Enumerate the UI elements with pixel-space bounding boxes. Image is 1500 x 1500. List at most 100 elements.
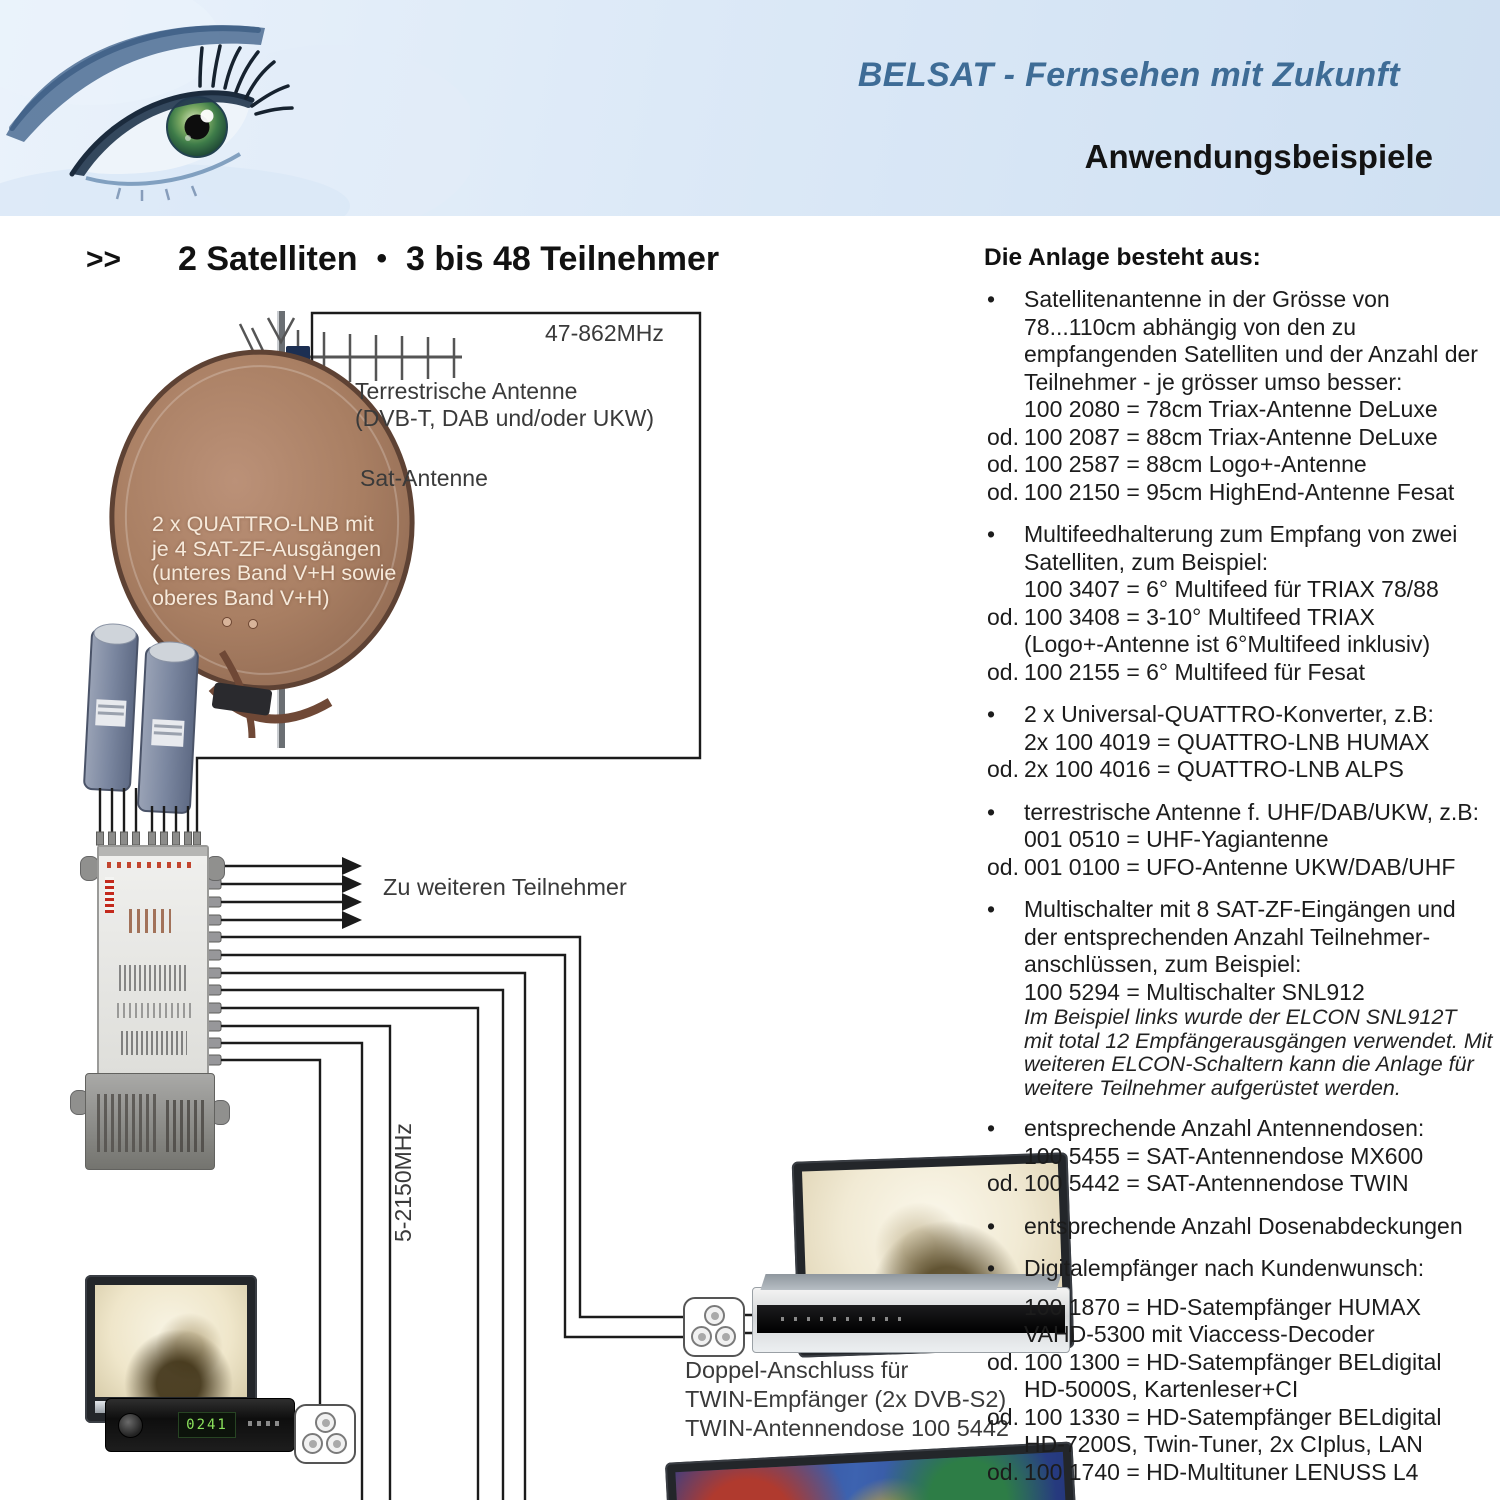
page-title: Anwendungsbeispiele bbox=[1084, 138, 1433, 175]
od-marker: od. bbox=[987, 756, 1019, 782]
parts-line-text: 100 1870 = HD-Satempfänger HUMAX bbox=[1024, 1293, 1421, 1320]
dish-screw bbox=[222, 617, 232, 627]
parts-line-text: 100 2080 = 78cm Triax-Antenne DeLuxe bbox=[1024, 396, 1438, 422]
twin-socket-annotation: Doppel-Anschluss für TWIN-Empfänger (2x … bbox=[685, 1356, 1009, 1442]
parts-line: od.100 1300 = HD-Satempfänger BELdigital bbox=[984, 1349, 1498, 1377]
od-marker: od. bbox=[987, 478, 1019, 505]
indent-spacer bbox=[984, 924, 1024, 952]
parts-line: •entsprechende Anzahl Antennendosen: bbox=[984, 1115, 1498, 1143]
brand-title: BELSAT - Fernsehen mit Zukunft bbox=[857, 56, 1400, 94]
indent-spacer bbox=[984, 826, 1024, 854]
heading-marker: >> bbox=[86, 243, 122, 276]
parts-line-text: 78...110cm abhängig von den zu bbox=[1024, 313, 1357, 340]
parts-line-text: 100 5455 = SAT-Antennendose MX600 bbox=[1024, 1142, 1424, 1169]
multiswitch-top-strip bbox=[99, 847, 207, 856]
twin-receiver bbox=[752, 1274, 1070, 1353]
parts-line-text: anschlüssen, zum Beispiel: bbox=[1024, 951, 1302, 977]
indent-spacer bbox=[984, 549, 1024, 577]
od-marker: od. bbox=[987, 1170, 1019, 1196]
terrestrial-frequency-label: 47-862MHz bbox=[545, 320, 664, 346]
parts-section: •Multischalter mit 8 SAT-ZF-Eingängen un… bbox=[984, 896, 1498, 1100]
parts-line-text: mit total 12 Empfängerausgängen verwende… bbox=[1024, 1028, 1493, 1053]
bullet-marker: • bbox=[987, 1212, 996, 1239]
terrestrial-antenna-label: Terrestrische Antenne bbox=[355, 378, 578, 404]
sat-receiver: 0241 bbox=[105, 1398, 295, 1452]
multiswitch bbox=[97, 845, 209, 1079]
parts-line: HD-7200S, Twin-Tuner, 2x CIplus, LAN bbox=[984, 1431, 1498, 1459]
parts-line: od.2x 100 4016 = QUATTRO-LNB ALPS bbox=[984, 756, 1498, 784]
multiswitch-brand-mark bbox=[105, 877, 114, 913]
indent-spacer bbox=[984, 729, 1024, 757]
parts-line-text: 100 3408 = 3-10° Multifeed TRIAX bbox=[1024, 603, 1375, 630]
parts-line: der entsprechenden Anzahl Teilnehmer- bbox=[984, 924, 1498, 952]
parts-line-text: empfangenden Satelliten und der Anzahl d… bbox=[1024, 341, 1478, 367]
indent-spacer bbox=[984, 1431, 1024, 1459]
twin-socket-annotation-line: Doppel-Anschluss für bbox=[685, 1357, 909, 1383]
indent-spacer bbox=[984, 1294, 1024, 1322]
socket-port bbox=[326, 1433, 347, 1454]
further-participants-label: Zu weiteren Teilnehmer bbox=[383, 874, 627, 900]
od-marker: od. bbox=[987, 451, 1019, 477]
od-marker: od. bbox=[987, 423, 1019, 450]
indent-spacer bbox=[984, 396, 1024, 424]
parts-line: Teilnehmer - je grösser umso besser: bbox=[984, 369, 1498, 397]
parts-line: weitere Teilnehmer aufgerüstet werden. bbox=[984, 1075, 1498, 1101]
parts-list: Die Anlage besteht aus: •Satellitenanten… bbox=[984, 244, 1498, 1500]
parts-line-text: 100 2587 = 88cm Logo+-Antenne bbox=[1024, 451, 1367, 477]
parts-line: od.100 2155 = 6° Multifeed für Fesat bbox=[984, 659, 1498, 687]
parts-section: •2 x Universal-QUATTRO-Konverter, z.B:2x… bbox=[984, 701, 1498, 784]
parts-line-text: 100 2155 = 6° Multifeed für Fesat bbox=[1024, 658, 1365, 685]
socket-port bbox=[302, 1433, 323, 1454]
dish-screw bbox=[248, 619, 258, 629]
receiver-display: 0241 bbox=[178, 1412, 236, 1438]
receiver-buttons bbox=[248, 1421, 282, 1426]
parts-line: od.100 1740 = HD-Multituner LENUSS L4 bbox=[984, 1459, 1498, 1487]
receiver-front-panel bbox=[757, 1305, 1065, 1333]
parts-line: mit total 12 Empfängerausgängen verwende… bbox=[984, 1028, 1498, 1054]
parts-line: od.100 2087 = 88cm Triax-Antenne DeLuxe bbox=[984, 424, 1498, 452]
multiswitch-port-markings bbox=[107, 862, 195, 868]
parts-line-text: Satellitenantenne in der Grösse von bbox=[1024, 286, 1390, 312]
multiswitch-input-connectors bbox=[96, 831, 201, 846]
parts-line-text: 001 0510 = UHF-Yagiantenne bbox=[1024, 826, 1329, 852]
eye-photo-illustration bbox=[0, 0, 470, 216]
od-marker: od. bbox=[987, 1348, 1019, 1375]
multiswitch-label-text bbox=[117, 1003, 191, 1018]
multiswitch-label-barcode bbox=[119, 965, 189, 991]
multiswitch-label-barcode bbox=[121, 1031, 187, 1055]
parts-line-text: 2x 100 4019 = QUATTRO-LNB HUMAX bbox=[1024, 728, 1430, 755]
heading-part1: 2 Satelliten bbox=[178, 240, 358, 278]
multiswitch-power-unit bbox=[85, 1073, 215, 1170]
socket-port bbox=[715, 1326, 736, 1347]
vent-grille bbox=[166, 1100, 204, 1152]
parts-line: od.100 2150 = 95cm HighEnd-Antenne Fesat bbox=[984, 479, 1498, 507]
parts-line-text: weitere Teilnehmer aufgerüstet werden. bbox=[1024, 1075, 1401, 1100]
lnb-annotation-line: je 4 SAT-ZF-Ausgängen bbox=[152, 536, 382, 561]
od-marker: od. bbox=[987, 603, 1019, 630]
multiswitch-glyphs bbox=[129, 909, 171, 933]
parts-line-text: der entsprechenden Anzahl Teilnehmer- bbox=[1024, 923, 1431, 950]
parts-line: od.100 2587 = 88cm Logo+-Antenne bbox=[984, 451, 1498, 479]
section-heading: 2 Satelliten•3 bis 48 Teilnehmer bbox=[178, 240, 719, 279]
parts-section: •Digitalempfänger nach Kundenwunsch:100 … bbox=[984, 1255, 1498, 1486]
indent-spacer bbox=[984, 369, 1024, 397]
parts-line-text: 100 1300 = HD-Satempfänger BELdigital bbox=[1024, 1348, 1442, 1375]
od-marker: od. bbox=[987, 1403, 1019, 1430]
parts-line-text: 100 5442 = SAT-Antennendose TWIN bbox=[1024, 1170, 1409, 1196]
quattro-lnb-1 bbox=[83, 623, 139, 792]
parts-line-text: 2x 100 4016 = QUATTRO-LNB ALPS bbox=[1024, 756, 1404, 782]
parts-line-text: 100 2087 = 88cm Triax-Antenne DeLuxe bbox=[1024, 423, 1438, 450]
parts-line-text: Multifeedhalterung zum Empfang von zwei bbox=[1024, 521, 1458, 547]
parts-line-text: 100 5294 = Multischalter SNL912 bbox=[1024, 978, 1365, 1005]
parts-line: 001 0510 = UHF-Yagiantenne bbox=[984, 826, 1498, 854]
od-marker: od. bbox=[987, 658, 1019, 685]
parts-line: •2 x Universal-QUATTRO-Konverter, z.B: bbox=[984, 701, 1498, 729]
twin-socket-annotation-line: TWIN-Antennendose 100 5442 bbox=[685, 1414, 1009, 1441]
parts-line-text: Digitalempfänger nach Kundenwunsch: bbox=[1024, 1255, 1425, 1281]
lnb-annotation-line: (unteres Band V+H sowie bbox=[152, 561, 397, 586]
parts-line: Im Beispiel links wurde der ELCON SNL912… bbox=[984, 1005, 1498, 1030]
parts-line: empfangenden Satelliten und der Anzahl d… bbox=[984, 341, 1498, 369]
lnb-annotation: 2 x QUATTRO-LNB mit je 4 SAT-ZF-Ausgänge… bbox=[152, 512, 402, 610]
parts-line: od.100 1330 = HD-Satempfänger BELdigital bbox=[984, 1404, 1498, 1432]
parts-line-text: 001 0100 = UFO-Antenne UKW/DAB/UHF bbox=[1024, 853, 1456, 880]
